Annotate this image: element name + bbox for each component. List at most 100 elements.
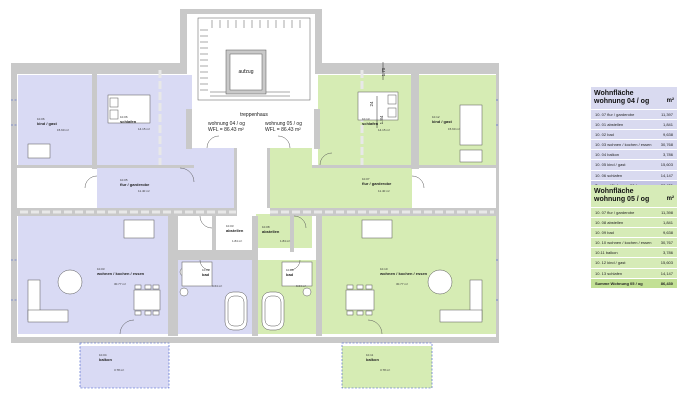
svg-text:10.02: 10.02	[202, 268, 210, 272]
sink-icon	[179, 287, 189, 297]
svg-text:1.84 m²: 1.84 m²	[280, 239, 290, 243]
svg-text:kind / gast: kind / gast	[432, 119, 452, 124]
svg-text:wohnung 04 / og: wohnung 04 / og	[208, 121, 245, 127]
svg-text:10.06: 10.06	[120, 115, 128, 119]
wfl-right: wohnung 05 / og WFL = 86.43 m²	[265, 121, 302, 133]
area-table-04-subtitle: wohnung 04 / og	[594, 98, 650, 105]
svg-text:9.64 m²: 9.64 m²	[212, 284, 222, 288]
area-table-05-title: Wohnfläche	[594, 188, 634, 195]
svg-text:10.06: 10.06	[37, 117, 45, 121]
shower-right	[281, 261, 313, 287]
shower-left	[181, 261, 213, 287]
svg-text:WFL = 86.43 m²: WFL = 86.43 m²	[208, 127, 244, 133]
area-table-05: Wohnfläche wohnung 05 / og m² 10. 07 flu…	[591, 185, 677, 288]
svg-text:10.07: 10.07	[362, 177, 370, 181]
area-table-05-header: Wohnfläche wohnung 05 / og m²	[591, 185, 677, 207]
ceiling-lines	[20, 70, 494, 214]
area-table-05-unit: m²	[666, 196, 674, 202]
pillow-icon	[387, 107, 397, 118]
svg-text:10.09: 10.09	[286, 268, 294, 272]
sofa-right-arm	[439, 309, 483, 323]
svg-text:3.78 m²: 3.78 m²	[380, 368, 390, 372]
kitchen-island-left	[123, 219, 155, 239]
svg-text:bad: bad	[286, 272, 294, 277]
room-label-wohnen-right: 10.10 wohnen / kochen / essen 30.77 m²	[379, 267, 428, 286]
svg-text:balkon: balkon	[99, 357, 112, 362]
wfl-left: wohnung 04 / og WFL = 86.43 m²	[208, 121, 245, 133]
room-flur-left-b	[192, 148, 234, 208]
room-label-abstellen-right: 10.08 abstellen 1.84 m²	[262, 225, 290, 243]
dim-left: 1.75	[381, 67, 386, 76]
dim-right-b: 1.84	[379, 115, 384, 124]
room-label-bad-left: 10.02 bad 9.64 m²	[202, 268, 222, 288]
room-balkon-left	[80, 346, 169, 388]
doors	[84, 135, 425, 335]
room-label-balkon-right: 10.11 balkon 3.78 m²	[366, 353, 390, 372]
svg-text:10.12: 10.12	[432, 115, 440, 119]
svg-text:schlafen: schlafen	[120, 119, 137, 124]
windows	[11, 99, 499, 389]
room-label-flur-left: 10.05 flur / garderobe 11.40 m²	[120, 178, 150, 193]
room-flur-left-a	[97, 168, 192, 208]
svg-text:9.64 m²: 9.64 m²	[296, 284, 306, 288]
living-furniture	[27, 219, 483, 323]
beds	[27, 91, 483, 163]
stairwell-label: treppenhaus	[240, 112, 268, 118]
room-label-flur-right: 10.07 flur / garderobe 11.40 m²	[362, 177, 392, 193]
svg-text:11.40 m²: 11.40 m²	[378, 189, 390, 193]
room-label-balkon-left: 10.04 balkon 3.78 m²	[99, 353, 124, 372]
room-label-abstellen-left: 10.03 abstellen 1.84 m²	[226, 224, 244, 243]
area-table-04-header: Wohnfläche wohnung 04 / og m²	[591, 87, 677, 109]
svg-text:WFL = 86.43 m²: WFL = 86.43 m²	[265, 127, 301, 133]
area-table-04-title: Wohnfläche	[594, 90, 634, 97]
svg-text:schlafen: schlafen	[362, 121, 379, 126]
pillow-icon	[109, 109, 119, 120]
svg-text:wohnen / kochen / essen: wohnen / kochen / essen	[379, 271, 428, 276]
room-label-schlafen-right: 10.13 schlafen 14.15 m²	[362, 117, 390, 132]
room-flur-right-b	[312, 168, 412, 208]
svg-text:11.40 m²: 11.40 m²	[138, 189, 150, 193]
sofa-left-arm	[27, 309, 69, 323]
svg-text:15.60 m²: 15.60 m²	[448, 127, 460, 131]
area-table-05-subtitle: wohnung 05 / og	[594, 196, 650, 203]
svg-text:10.03: 10.03	[97, 267, 105, 271]
kitchen-island-right	[361, 219, 393, 239]
svg-text:15.60 m²: 15.60 m²	[57, 128, 69, 132]
svg-text:10.11: 10.11	[366, 353, 374, 357]
room-label-kind-left: 10.06 kind / gast 15.60 m²	[37, 117, 69, 132]
svg-text:14.15 m²: 14.15 m²	[378, 128, 390, 132]
svg-text:10.04: 10.04	[99, 353, 107, 357]
area-table-04: Wohnfläche wohnung 04 / og m² 10. 07 flu…	[591, 87, 677, 190]
room-kind-right	[419, 75, 496, 165]
elevator-label: aufzug	[238, 69, 253, 75]
svg-text:14.15 m²: 14.15 m²	[138, 127, 150, 131]
desk-left	[27, 143, 51, 159]
svg-text:10.10: 10.10	[380, 267, 388, 271]
staircase	[197, 17, 311, 101]
room-labels: 10.06 kind / gast 15.60 m² 10.06 schlafe…	[37, 115, 460, 372]
svg-text:abstellen: abstellen	[262, 229, 280, 234]
svg-text:flur / garderobe: flur / garderobe	[120, 182, 150, 187]
svg-text:3.78 m²: 3.78 m²	[114, 368, 124, 372]
svg-text:abstellen: abstellen	[226, 228, 244, 233]
svg-text:30.77 m²: 30.77 m²	[396, 282, 408, 286]
pillow-icon	[387, 94, 397, 105]
dimension-lines	[376, 62, 384, 128]
svg-text:kind / gast: kind / gast	[37, 121, 57, 126]
svg-text:flur / garderobe: flur / garderobe	[362, 181, 392, 186]
svg-text:30.77 m²: 30.77 m²	[114, 282, 126, 286]
